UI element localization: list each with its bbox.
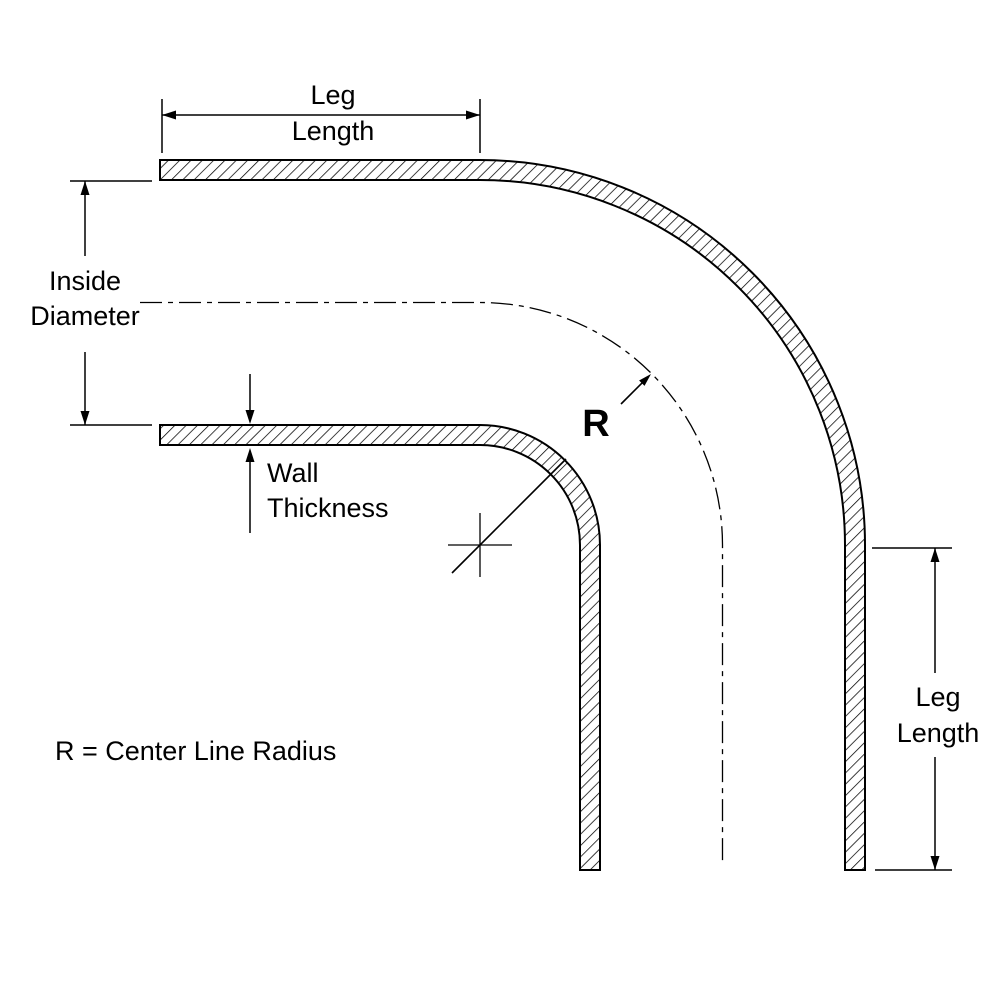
outer-wall-hatched	[159, 159, 866, 871]
leg-length-top-label-line2: Length	[292, 116, 375, 146]
inside-diameter-label-line2: Diameter	[30, 301, 140, 331]
leg-length-right-label-line1: Leg	[915, 682, 960, 712]
dim-inside-diameter: Inside Diameter	[30, 180, 152, 426]
wall-thickness-label-line1: Wall	[267, 458, 319, 488]
leg-length-right-label-line2: Length	[897, 718, 980, 748]
radius-label: R	[582, 403, 609, 445]
arrowhead-up	[245, 448, 255, 462]
arrowhead-left	[162, 110, 176, 120]
centerline-dashdot	[140, 301, 724, 865]
dim-leg-length-right: Leg Length	[872, 547, 980, 871]
arrowhead-right	[466, 110, 480, 120]
arrowhead-down	[245, 410, 255, 424]
leg-length-top-label-line1: Leg	[310, 80, 355, 110]
wall-thickness-label-line2: Thickness	[267, 493, 389, 523]
radius-arrowhead	[639, 374, 651, 386]
arrowhead-up	[930, 548, 940, 562]
arrowhead-up	[80, 181, 90, 195]
radius-arrow	[451, 374, 651, 574]
arrowhead-down	[80, 411, 90, 425]
inside-diameter-label-line1: Inside	[49, 266, 121, 296]
arrowhead-down	[930, 856, 940, 870]
dim-leg-length-top: Leg Length	[161, 80, 481, 153]
radius-legend: R = Center Line Radius	[55, 736, 336, 766]
dim-wall-thickness: Wall Thickness	[245, 374, 389, 533]
